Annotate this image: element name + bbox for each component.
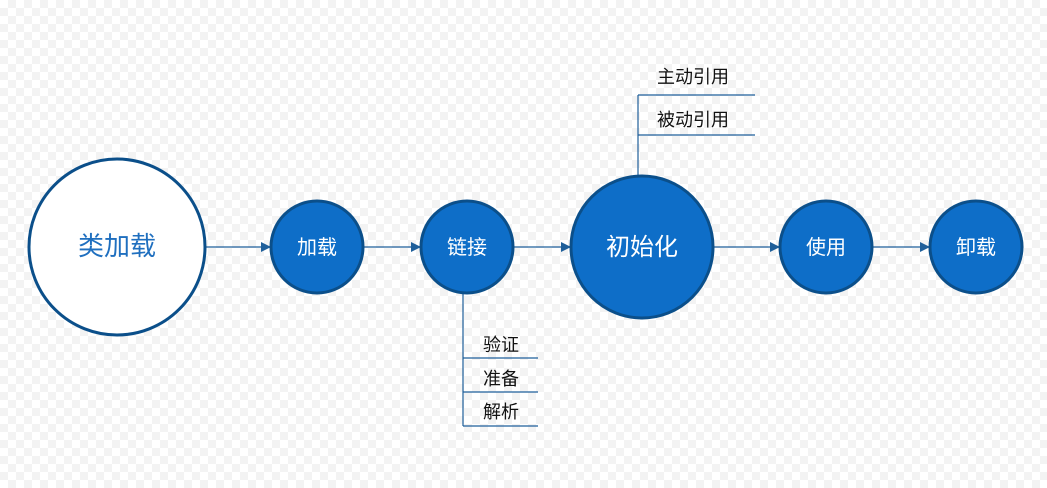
node-initialization-circle xyxy=(569,174,715,320)
node-class-loading-circle xyxy=(27,157,207,337)
node-using: 使用 xyxy=(778,199,874,295)
linking-steps-bracket: 验证 准备 解析 xyxy=(462,289,538,427)
node-loading-circle xyxy=(269,199,365,295)
node-unloading-circle xyxy=(928,199,1024,295)
node-unloading-label: 卸载 xyxy=(956,235,996,259)
step-verification: 验证 xyxy=(483,335,519,356)
node-initialization-label: 初始化 xyxy=(606,233,678,261)
node-linking: 链接 xyxy=(419,199,515,295)
node-using-circle xyxy=(778,199,874,295)
node-class-loading: 类加载 xyxy=(27,157,207,337)
node-linking-circle xyxy=(419,199,515,295)
step-preparation: 准备 xyxy=(483,369,519,390)
node-linking-label: 链接 xyxy=(447,235,487,259)
ref-active: 主动引用 xyxy=(657,67,729,88)
node-using-label: 使用 xyxy=(806,235,846,259)
step-resolution: 解析 xyxy=(483,402,519,423)
node-loading: 加载 xyxy=(269,199,365,295)
ref-passive: 被动引用 xyxy=(657,110,729,131)
node-initialization: 初始化 xyxy=(569,174,715,320)
node-unloading: 卸载 xyxy=(928,199,1024,295)
initialization-refs-bracket: 主动引用 被动引用 xyxy=(637,67,755,176)
node-class-loading-label: 类加载 xyxy=(78,232,156,262)
node-loading-label: 加载 xyxy=(297,235,337,259)
